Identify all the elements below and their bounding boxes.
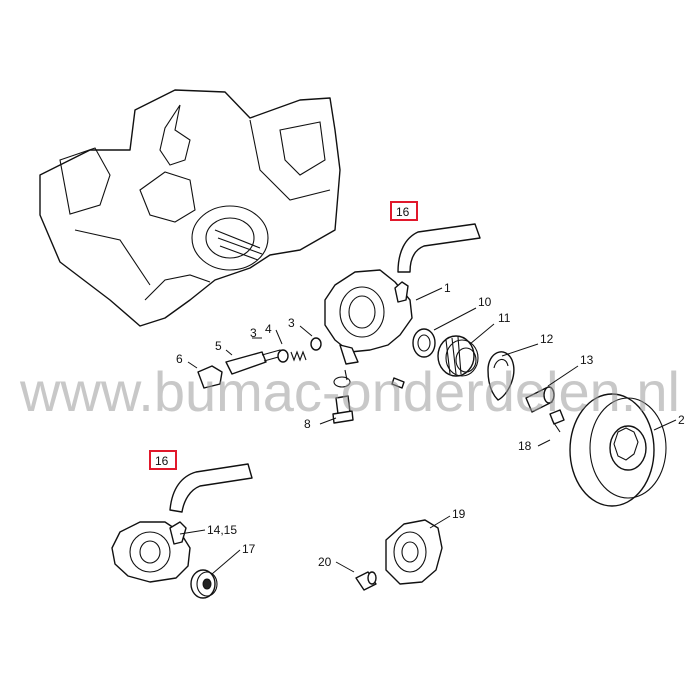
callout-11: 11 bbox=[498, 311, 511, 325]
callout-17: 17 bbox=[242, 542, 256, 556]
callout-19: 19 bbox=[452, 507, 466, 521]
part-19-plate bbox=[385, 519, 443, 585]
part-17-grommet bbox=[190, 569, 218, 599]
part-13-sleeve bbox=[525, 386, 555, 413]
highlight-box-16-upper bbox=[390, 201, 418, 221]
callout-1: 1 bbox=[444, 281, 451, 295]
part-11-worm-gear bbox=[437, 335, 479, 377]
callout-20: 20 bbox=[318, 555, 332, 569]
leader-lines bbox=[179, 287, 677, 575]
part-20-sleeve bbox=[355, 571, 377, 591]
callout-2: 2 bbox=[678, 413, 685, 427]
watermark-text: www.bumac-onderdelen.nl bbox=[19, 360, 680, 423]
callout-16-upper: 16 bbox=[396, 205, 410, 219]
part-12-spring-clip bbox=[487, 351, 515, 401]
part-2-clutch-drum bbox=[569, 393, 667, 507]
small-pin bbox=[391, 377, 405, 389]
part-18-screw bbox=[549, 409, 565, 433]
callout-5: 5 bbox=[215, 339, 222, 353]
callout-3-left: 3 bbox=[250, 326, 257, 340]
part-10-washer bbox=[412, 328, 436, 358]
callout-3-right: 3 bbox=[288, 316, 295, 330]
callout-6: 6 bbox=[176, 352, 183, 366]
callout-12: 12 bbox=[540, 332, 554, 346]
highlight-box-16-lower bbox=[149, 450, 177, 470]
callout-10: 10 bbox=[478, 295, 492, 309]
callout-8: 8 bbox=[304, 417, 311, 431]
adjusting-screw-parts bbox=[197, 337, 322, 389]
callout-4: 4 bbox=[265, 322, 272, 336]
callout-18: 18 bbox=[518, 439, 532, 453]
callout-14-15: 14,15 bbox=[207, 523, 237, 537]
oil-pump-housing bbox=[324, 269, 413, 365]
callout-13: 13 bbox=[580, 353, 594, 367]
oil-pump-lower bbox=[111, 521, 191, 583]
oil-hose-upper bbox=[397, 223, 481, 273]
part-8-plug bbox=[332, 369, 354, 424]
crankcase-housing bbox=[39, 89, 341, 327]
callout-16-lower: 16 bbox=[155, 454, 169, 468]
oil-hose-lower bbox=[169, 463, 253, 513]
